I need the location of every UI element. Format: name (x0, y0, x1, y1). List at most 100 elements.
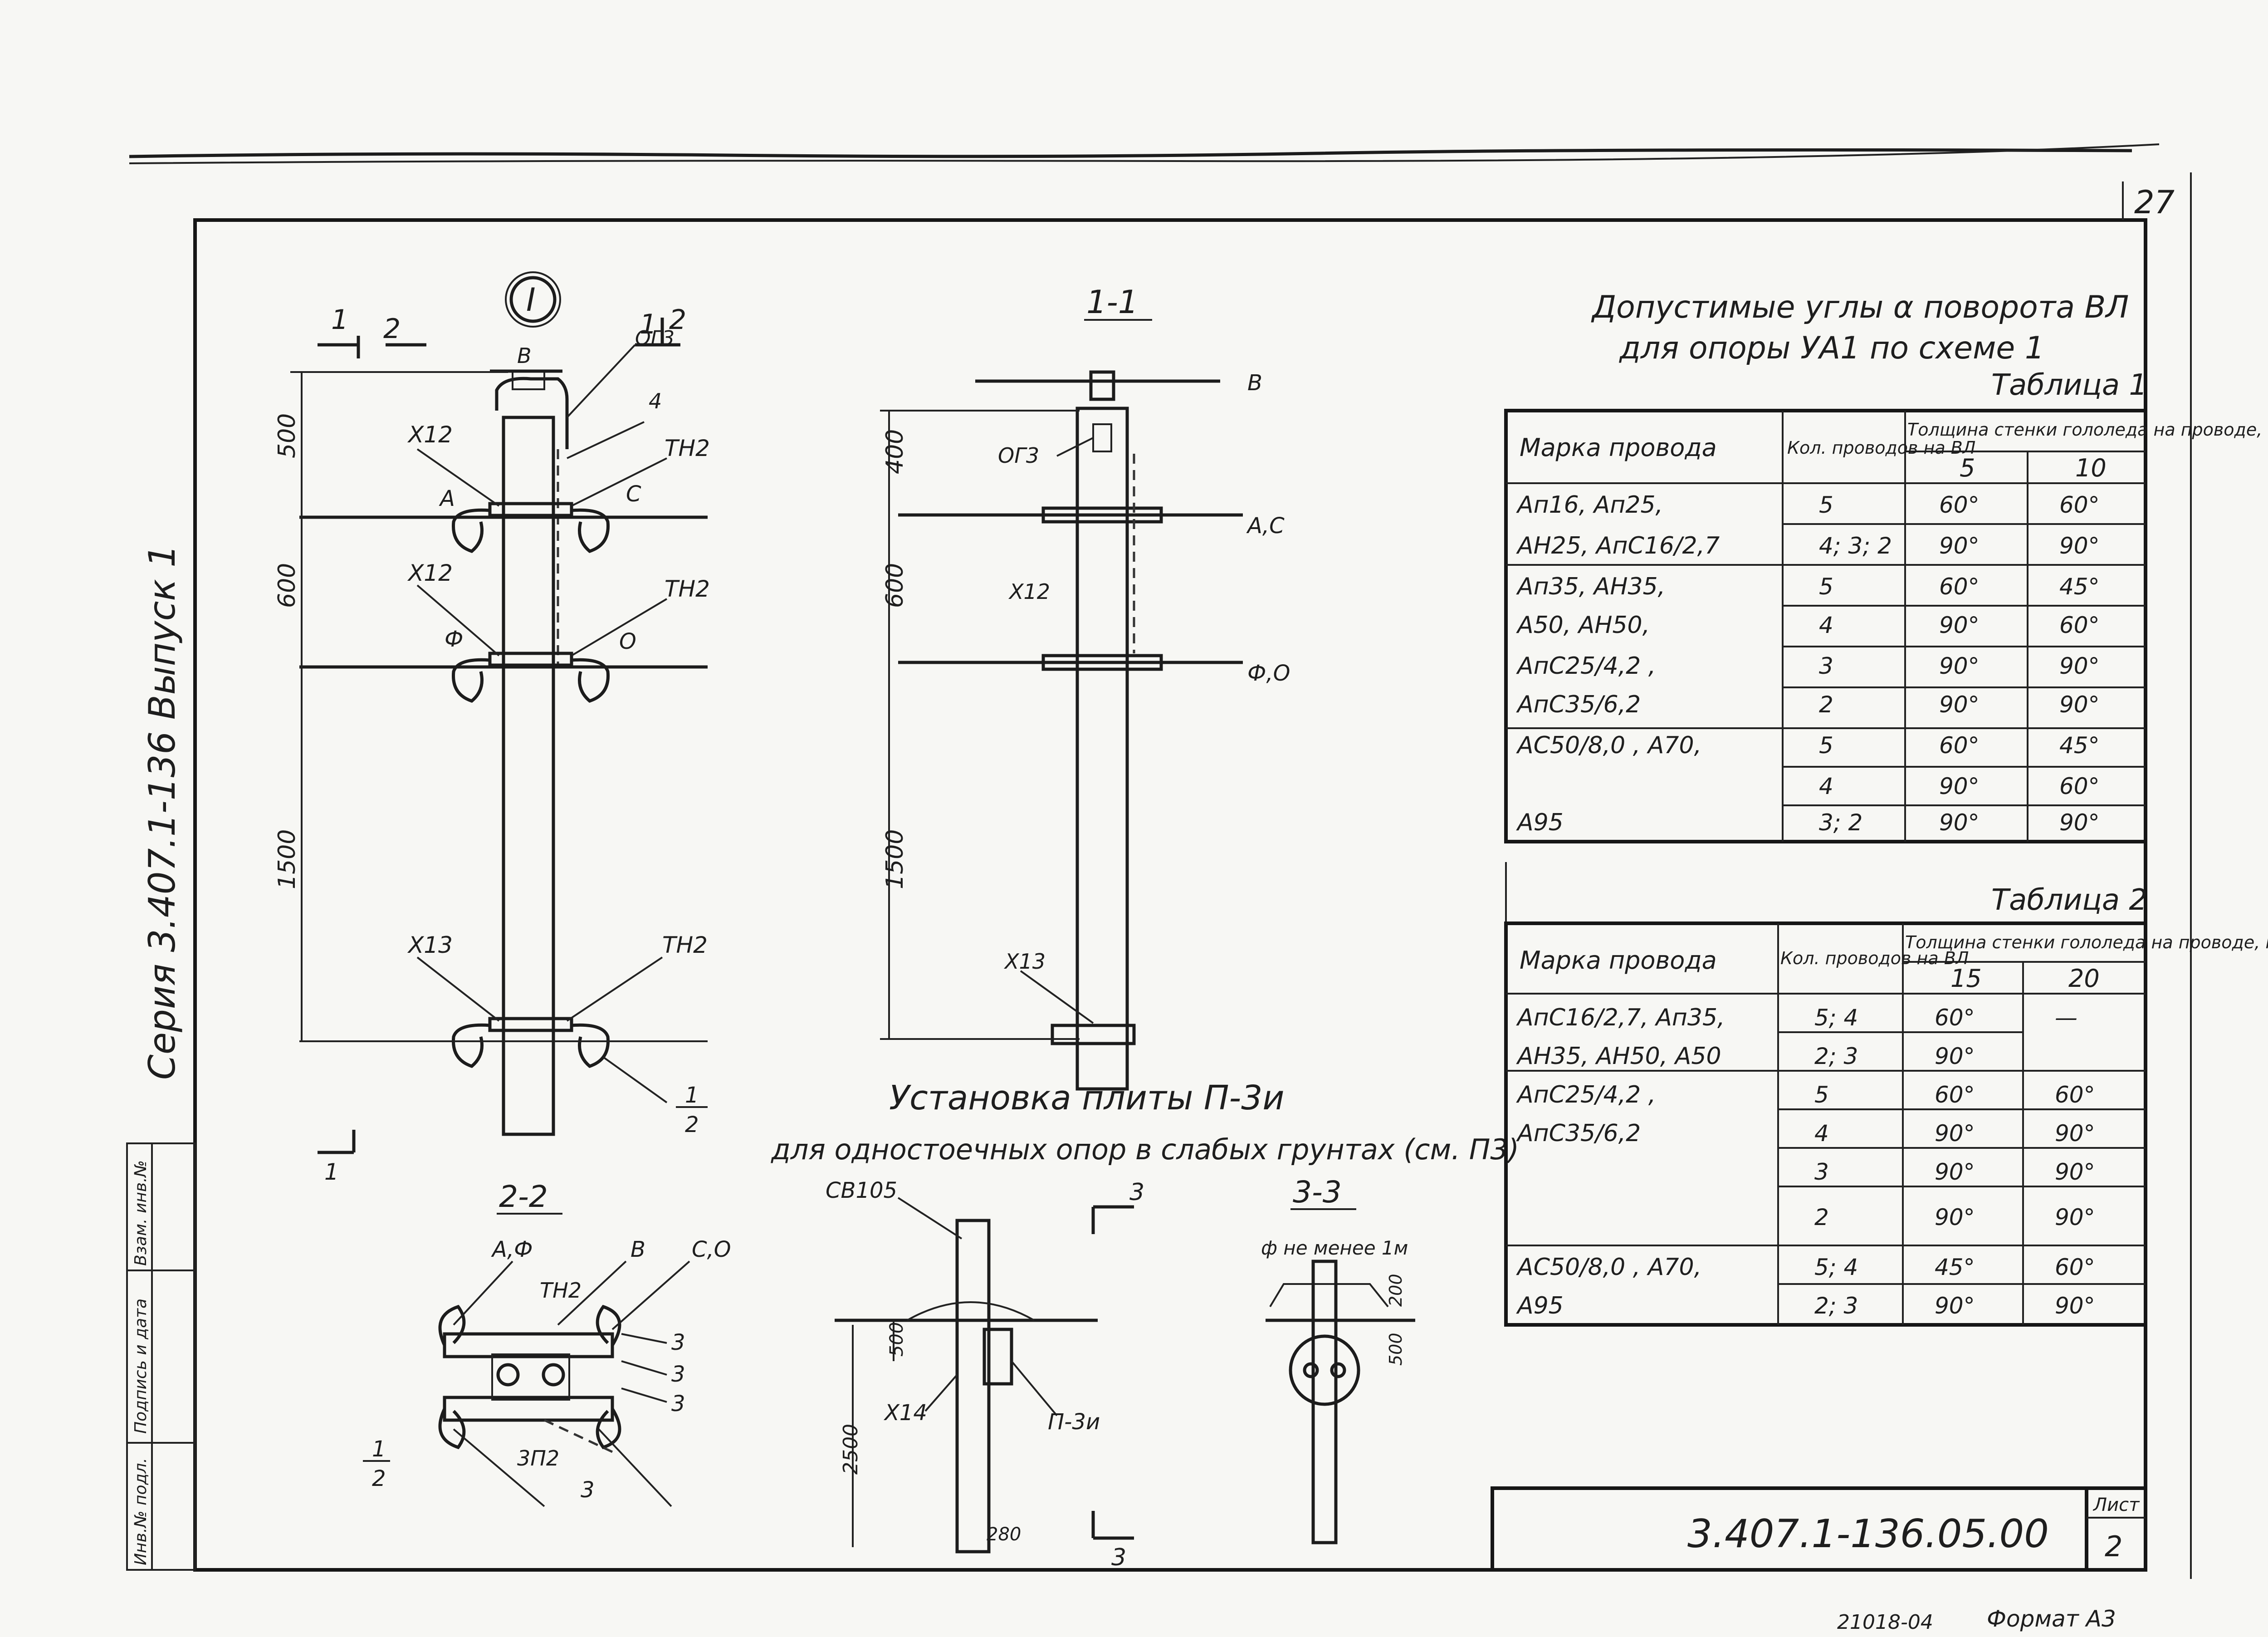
table-1-caption: Таблица 1 (1991, 368, 2147, 402)
wire-c-o (611, 1260, 690, 1330)
table1-row-2-v1: 60° (1939, 573, 1980, 600)
label-x12-side: Х12 (1008, 579, 1050, 604)
table-2: Таблица 2 Марка провода Кол. проводов на… (1504, 862, 2268, 1327)
insulator-left-3 (452, 1023, 490, 1068)
t1-header-count: Кол. проводов на ВЛ (1787, 438, 1975, 458)
sheet-frame (193, 218, 2147, 1572)
label-diameter: ф не менее 1м (1261, 1237, 1408, 1259)
table1-row-0-brand: Ап16, Ап25, (1516, 491, 1663, 519)
bolt (1303, 1362, 1319, 1378)
label-500-3: 500 (1386, 1333, 1406, 1366)
t2-header-t1: 15 (1950, 964, 1982, 993)
label-200: 200 (1386, 1274, 1406, 1307)
crossarm-plan-bottom (443, 1396, 614, 1422)
table2-row-5-v2: 90° (2055, 1204, 2095, 1230)
table2-row-0-count: 5; 4 (1814, 1005, 1858, 1031)
table1-row-4-v2: 90° (2059, 653, 2100, 679)
label-500-install: 500 (886, 1322, 907, 1357)
section-mark-1: 1 (331, 304, 348, 336)
leader (621, 1360, 667, 1376)
leader (621, 1387, 667, 1403)
table1-row-1-v1: 90° (1939, 533, 1980, 559)
leader (571, 457, 667, 507)
pole-installation (955, 1219, 991, 1554)
table2-row-0-v2: — (2055, 1005, 2077, 1031)
section-3-3-view: 3-3 ф не менее 1м 200 500 (1261, 1175, 1415, 1544)
table2-row-3-count: 4 (1814, 1120, 1829, 1147)
leader (1011, 1360, 1058, 1416)
label-x12-b: Х12 (407, 560, 453, 586)
table1-row-4-count: 3 (1819, 653, 1833, 679)
table1-row-5-count: 2 (1819, 691, 1833, 718)
series-label: Серия 3.407.1-136 Выпуск 1 (141, 544, 183, 1080)
table2-row-0-v1: 60° (1935, 1005, 1975, 1031)
insulator-left-1 (452, 508, 490, 553)
table2-row-0-brand: АпС16/2,7, Ап35, (1516, 1004, 1725, 1031)
label-section-3-bottom: 3 (1111, 1544, 1126, 1571)
leader (416, 584, 500, 657)
label-sv105: СВ105 (826, 1178, 897, 1203)
og3-clamp (1092, 423, 1112, 452)
label-tn2-plan: ТН2 (540, 1278, 582, 1303)
leader (1056, 437, 1094, 457)
document-code: 3.407.1-136.05.00 (1687, 1511, 2049, 1557)
table1-row-8-v1: 90° (1939, 809, 1980, 836)
bolt (1330, 1362, 1346, 1378)
table2-row-7-v1: 90° (1935, 1293, 1975, 1319)
table1-row-2-v2: 45° (2059, 573, 2100, 600)
table2-row-6-v2: 60° (2055, 1254, 2095, 1280)
label-x12-a: Х12 (407, 422, 453, 448)
table2-row-2-v2: 60° (2055, 1082, 2095, 1108)
table-heading-line2: для опоры УА1 по схеме 1 (1619, 330, 2044, 366)
label-2: 2 (685, 1112, 699, 1137)
table1-row-6-v1: 60° (1939, 732, 1980, 759)
leader (416, 448, 500, 507)
table1-row-8-v2: 90° (2059, 809, 2100, 836)
table2-row-7-v2: 90° (2055, 1293, 2095, 1319)
label-2-plan: 2 (372, 1466, 386, 1491)
table1-row-4-v1: 90° (1939, 653, 1980, 679)
bottom-bracket-side (1051, 1024, 1136, 1045)
table1-row-7-v1: 90° (1939, 773, 1980, 799)
table1-row-2-brand: Ап35, АН35, (1516, 573, 1665, 600)
leader (571, 598, 668, 657)
format-label: Формат А3 (1987, 1606, 2116, 1632)
pole-body (502, 416, 555, 1136)
table-2-border (1504, 921, 2147, 1327)
table2-row-7-count: 2; 3 (1814, 1293, 1858, 1319)
table2-row-2-brand: АпС25/4,2 , (1516, 1081, 1656, 1108)
label-og3: ОГ3 (635, 327, 675, 350)
table1-row-0-count: 5 (1819, 492, 1833, 518)
wire-lower (453, 1428, 545, 1507)
table1-row-1-brand: АН25, АпС16/2,7 (1516, 532, 1720, 559)
ground-mound (907, 1301, 1035, 1321)
top-bracket (495, 377, 569, 449)
wire-lower-2 (598, 1428, 672, 1507)
insulator-plan-2 (596, 1304, 621, 1346)
title-block: 3.407.1-136.05.00 Лист 2 (1491, 1486, 2147, 1572)
t1-header-thickness: Толщина стенки гололеда на проводе, мм (1907, 420, 2268, 440)
label-fo: Ф,О (1247, 661, 1290, 686)
table1-row-6-count: 5 (1819, 732, 1833, 759)
leader (924, 1374, 958, 1412)
crossarm-plan-top (443, 1332, 614, 1358)
sheet-label: Лист (2092, 1495, 2140, 1515)
table1-row-8-count: 3; 2 (1819, 809, 1862, 836)
title-block-border (1491, 1486, 2147, 1572)
view-callout-circle-outer (505, 271, 561, 328)
table2-row-5-count: 2 (1814, 1204, 1829, 1230)
slab-p3i (982, 1328, 1013, 1386)
slab-plan (1289, 1334, 1360, 1406)
leader (1020, 970, 1094, 1024)
t2-header-t2: 20 (2068, 964, 2100, 993)
section-1-1-view: 1-1 400 600 1500 В ОГ3 А,С Х12 Ф,О Х13 (880, 284, 1290, 1091)
table1-row-3-count: 4 (1819, 612, 1833, 638)
leader (621, 1333, 667, 1344)
t1-header-t1: 5 (1960, 454, 1975, 482)
leader (566, 344, 636, 418)
wire-a-f (453, 1260, 513, 1326)
section-mark-2: 2 (383, 313, 401, 345)
table1-row-7-v2: 60° (2059, 773, 2100, 799)
table1-row-2-count: 5 (1819, 573, 1833, 600)
